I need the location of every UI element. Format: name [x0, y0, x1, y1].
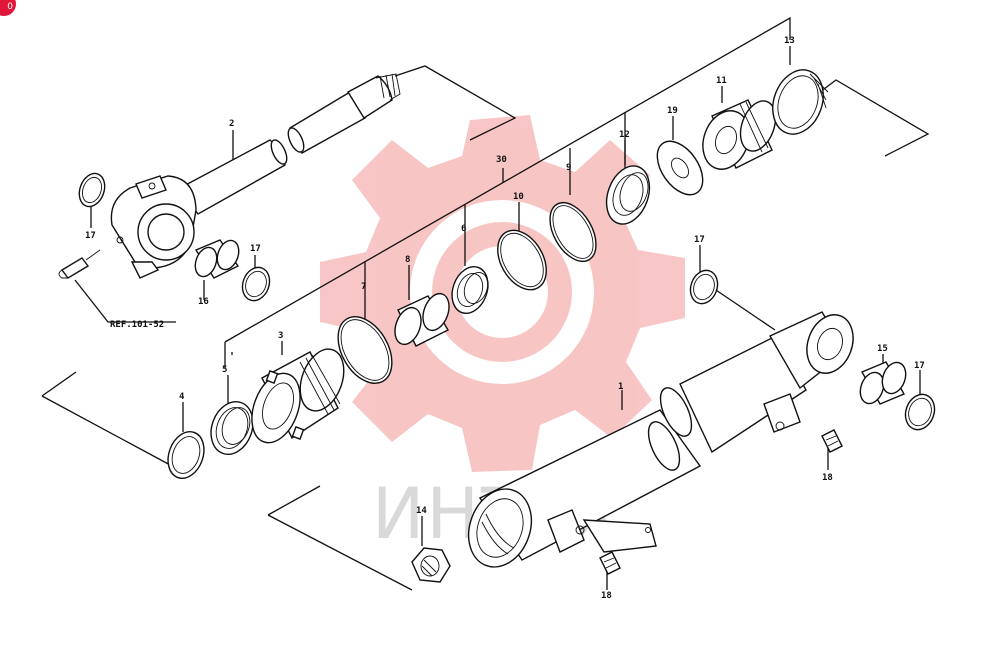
cylinder-tube: [467, 311, 854, 568]
label-8: 8: [405, 255, 410, 265]
label-3: 3: [278, 331, 283, 341]
ring-12: [605, 165, 651, 225]
seal-6: [451, 266, 489, 314]
piston-11: [702, 99, 777, 170]
label-11: 11: [716, 76, 727, 86]
screw-18b: [599, 551, 621, 575]
seal-5: [210, 401, 254, 455]
grease-fitting: [58, 249, 101, 279]
label-18b: 18: [601, 591, 612, 601]
snap-ring-17a: [78, 172, 106, 208]
label-2: 2: [229, 119, 234, 129]
rod-eye: [110, 175, 197, 279]
label-10: 10: [513, 192, 524, 202]
o-ring-10: [497, 229, 547, 291]
label-5: 5: [222, 365, 227, 375]
screw-18a: [821, 429, 843, 453]
bushing-8: [394, 292, 450, 347]
leader-lines: [41, 16, 930, 591]
o-ring-9: [549, 202, 597, 262]
notification-badge: 0: [0, 0, 16, 16]
label-9: 9: [566, 163, 571, 173]
bushing-15: [859, 361, 907, 405]
label-17b: 17: [250, 244, 261, 254]
part-labels: 1 2 3 4 5 6 7 8 9 10 11 12 13 14 15 16 1…: [85, 36, 925, 601]
label-14: 14: [416, 506, 427, 516]
reference-label: REF.101-52: [110, 320, 164, 330]
label-13: 13: [784, 36, 795, 46]
label-15: 15: [877, 344, 888, 354]
ring-4: [167, 431, 205, 479]
label-1: 1: [618, 382, 623, 392]
snap-ring-17c: [689, 269, 719, 305]
label-18a: 18: [822, 473, 833, 483]
label-17c: 17: [694, 235, 705, 245]
washer-19: [656, 140, 704, 196]
piston-rod: [178, 73, 401, 215]
label-6: 6: [461, 224, 466, 234]
snap-ring-17b: [241, 266, 271, 302]
label-17d: 17: [914, 361, 925, 371]
label-19: 19: [667, 106, 678, 116]
label-17a: 17: [85, 231, 96, 241]
label-4: 4: [179, 392, 185, 402]
gland-3: [251, 348, 345, 444]
label-7: 7: [361, 282, 366, 292]
wear-ring-13: [772, 69, 829, 135]
nut-14: [411, 547, 451, 583]
label-30: 30: [496, 155, 507, 165]
label-12: 12: [619, 130, 630, 140]
snap-ring-17d: [904, 393, 936, 431]
o-ring-7: [337, 316, 393, 384]
label-16: 16: [198, 297, 209, 307]
bushing-16: [194, 239, 240, 279]
